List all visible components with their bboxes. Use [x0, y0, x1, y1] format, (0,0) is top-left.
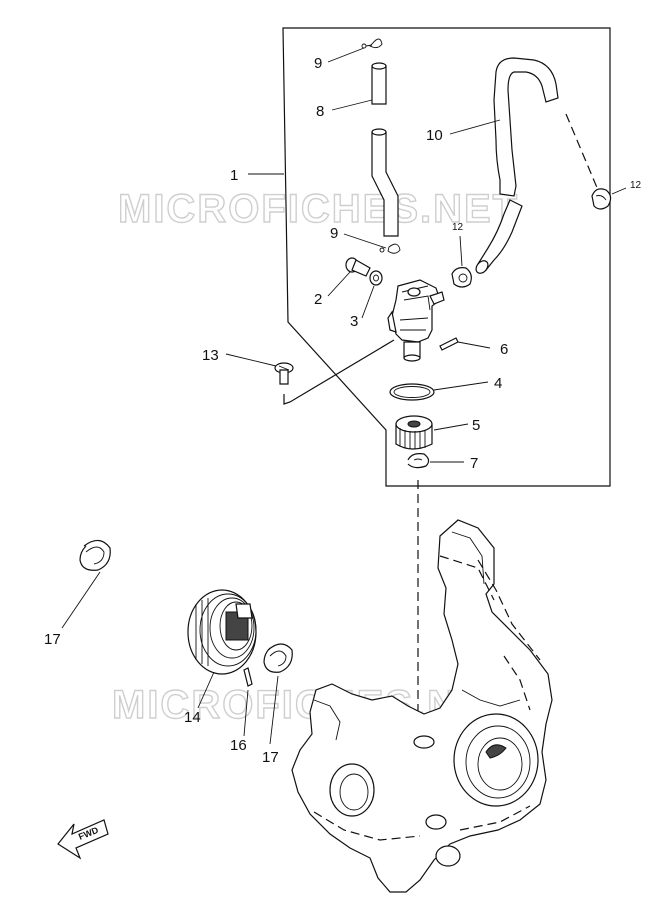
fwd-arrow-icon: FWD [57, 819, 109, 860]
callout-16: 16 [230, 737, 247, 754]
callout-3: 3 [350, 313, 358, 330]
pin-6 [439, 337, 459, 351]
callout-13: 13 [202, 347, 219, 364]
hose-10 [475, 57, 559, 274]
callout-9-lower: 9 [330, 225, 338, 242]
screw-13 [274, 362, 294, 385]
clip-12-center [451, 267, 472, 288]
callout-1: 1 [230, 167, 238, 184]
callout-5: 5 [472, 417, 480, 434]
hose-8 [371, 62, 399, 237]
clip-9-top [361, 38, 383, 49]
pin-16 [243, 667, 253, 687]
callout-7: 7 [470, 455, 478, 472]
circlip-17-left [79, 539, 111, 571]
clip-9-lower [379, 243, 401, 254]
o-ring-4-inner [393, 386, 431, 398]
callout-2: 2 [314, 291, 322, 308]
gear-5 [395, 415, 433, 450]
clip-12-right [591, 188, 612, 210]
callout-12-center: 12 [452, 222, 464, 233]
pulley-14 [187, 589, 257, 675]
bolt-2 [345, 257, 371, 277]
callout-9-top: 9 [314, 55, 322, 72]
washer-3 [369, 270, 383, 286]
screw-13-guide-line [283, 339, 395, 405]
leader-lines [61, 47, 627, 745]
crankcase [291, 519, 553, 893]
callout-17-right: 17 [262, 749, 279, 766]
circlip-7 [407, 453, 430, 469]
callout-4: 4 [494, 375, 502, 392]
oil-pump-body [387, 279, 445, 362]
callout-12-right: 12 [630, 180, 642, 191]
callout-10: 10 [426, 127, 443, 144]
callout-8: 8 [316, 103, 324, 120]
watermark-top: MICROFICHES.NET [118, 187, 519, 231]
callout-6: 6 [500, 341, 508, 358]
hose-10-route-line [565, 113, 599, 191]
callout-17-left: 17 [44, 631, 61, 648]
assembly-boundary [282, 27, 611, 487]
callout-14: 14 [184, 709, 201, 726]
circlip-17-right [263, 643, 293, 673]
